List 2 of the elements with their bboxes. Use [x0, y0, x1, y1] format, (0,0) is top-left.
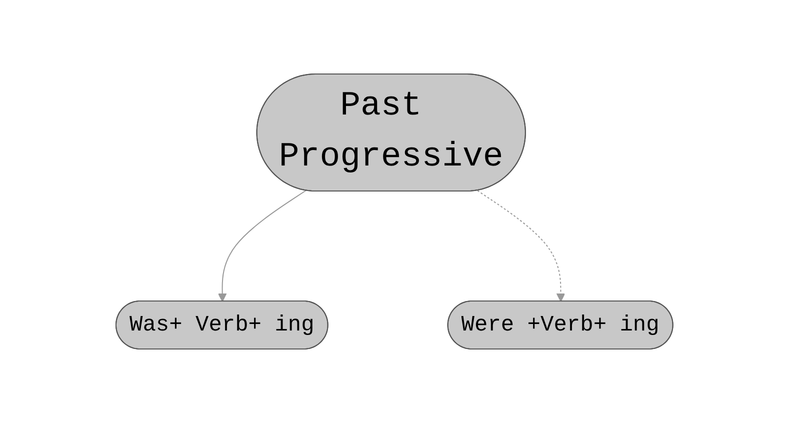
- arrow: [476, 190, 565, 302]
- arrow: [218, 190, 306, 302]
